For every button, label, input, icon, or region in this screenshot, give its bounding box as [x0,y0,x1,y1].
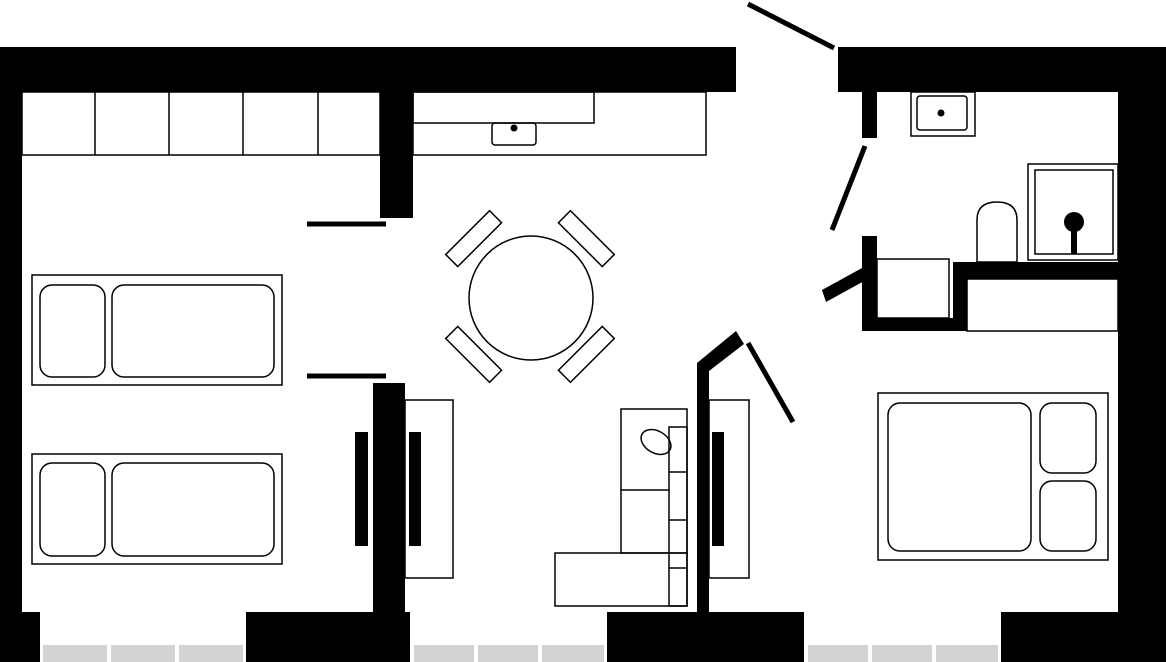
bed-frame [877,392,1109,561]
washbasin-counter [910,91,976,137]
double-bed [877,392,1109,561]
exterior-walls [0,47,1166,662]
sofa-arm [668,426,688,607]
doors [307,1,868,424]
upper-shelf [412,91,595,124]
window-pane [111,645,175,662]
window-pane [414,645,474,662]
top-wall-right [838,47,1166,92]
interior-walls [355,92,1118,612]
wardrobe-center [708,399,750,579]
dining-chair [557,325,616,384]
pillow [1039,480,1097,552]
shower-tray [1027,163,1119,261]
top-wall-left [0,47,736,92]
utility-shelf [966,278,1119,332]
bathroom-wall-horizontal [953,262,1118,279]
wardrobe-bar-left [355,432,368,546]
window-pane [43,645,107,662]
round-dining-table [468,235,594,361]
kitchen-sink-drain [510,124,518,132]
washbasin [916,95,968,131]
shower-pipe [1071,228,1077,254]
laundry-cabinet [876,258,950,319]
wardrobe-left [404,399,454,579]
bathroom-door-jamb [862,92,877,138]
bathroom-door[interactable] [829,145,868,231]
sofa-back [620,408,688,554]
cabinet-row [21,91,381,156]
left-wall [0,47,22,662]
dining-chair [444,209,503,268]
single-bed-upper [31,274,283,386]
pillow [39,284,106,378]
bottom-wall-seg-3 [607,612,804,662]
wardrobe-bar-center [712,432,724,546]
kitchen-cabinets [21,91,707,156]
pillow [1039,402,1097,474]
entrance-door[interactable] [746,1,836,51]
mattress [111,462,275,557]
mattress [111,284,275,378]
bed-frame [31,274,283,386]
bathroom-wall-vertical [862,236,877,331]
toilet [976,201,1018,263]
windows [43,645,998,662]
washbasin-drain [937,109,945,117]
right-wall [1118,47,1166,662]
window-pane [478,645,538,662]
dining-chair [444,325,503,384]
window-pane [936,645,998,662]
wardrobe-bar-right [409,432,421,546]
bathroom-wall-stub [953,262,967,331]
dining-set [444,209,616,384]
pillow [39,462,106,557]
window-pane [808,645,868,662]
bottom-wall-seg-4 [1001,612,1166,662]
bedroom-right-door[interactable] [745,341,796,424]
shower-head [1064,212,1084,232]
sofa [554,408,688,607]
kitchen-sink [491,122,537,146]
bed-frame [31,453,283,565]
mattress [887,402,1032,552]
window-pane [872,645,932,662]
window-pane [542,645,604,662]
sofa-pillow [640,428,672,456]
dining-chair [557,209,616,268]
window-pane [179,645,243,662]
bathroom-wall-bottom [862,318,967,331]
bathroom [876,91,1119,332]
bathroom-angled-stub [822,268,866,302]
bottom-wall-seg-1 [0,612,40,662]
sofa-chaise [554,552,688,607]
left-room-lower-wall [373,383,405,612]
kitchen-partition-wall [380,92,413,218]
bottom-wall-seg-2 [246,612,410,662]
single-bed-lower [31,453,283,565]
